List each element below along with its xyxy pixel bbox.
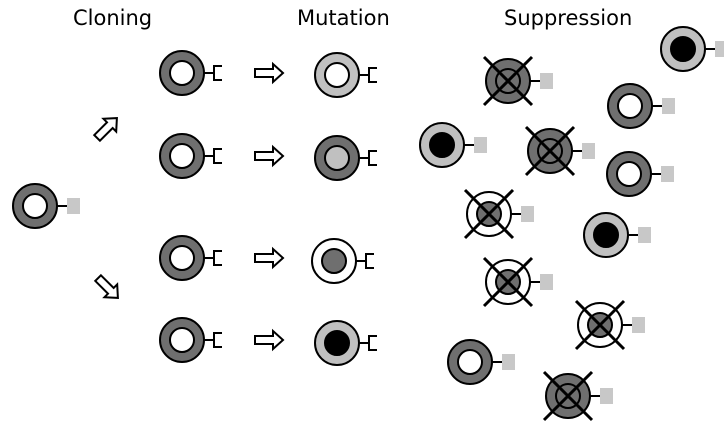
- suppression-cell-4: [419, 122, 487, 168]
- original-cell: [12, 183, 80, 229]
- suppression-label: Suppression: [504, 6, 633, 30]
- suppression-cell-12: [542, 370, 613, 422]
- cloning-label: Cloning: [73, 6, 153, 30]
- mutated-cell-2: [314, 135, 377, 181]
- suppression-cell-1: [660, 26, 724, 72]
- mutation-arrow-3: [254, 246, 285, 270]
- suppression-cell-3: [607, 83, 675, 129]
- suppression-cell-10: [574, 299, 645, 351]
- suppression-cell-2: [482, 55, 553, 107]
- mutated-cell-1: [314, 52, 377, 98]
- x-mark-icon: [463, 188, 515, 240]
- clone-cell-2: [159, 133, 222, 179]
- mutated-cell-3: [311, 238, 374, 284]
- x-mark-icon: [542, 370, 594, 422]
- suppression-cell-8: [583, 212, 651, 258]
- x-mark-icon: [574, 299, 626, 351]
- x-mark-icon: [482, 256, 534, 308]
- clone-arrow-up: [92, 117, 118, 143]
- mutated-cell-4: [314, 320, 377, 366]
- clone-cell-1: [159, 50, 222, 96]
- suppression-cell-5: [524, 125, 595, 177]
- suppression-cell-9: [482, 256, 553, 308]
- mutation-label: Mutation: [297, 6, 390, 30]
- x-mark-icon: [482, 55, 534, 107]
- mutation-arrow-1: [254, 61, 285, 85]
- mutation-arrow-4: [254, 328, 285, 352]
- mutation-arrow-2: [254, 144, 285, 168]
- clone-arrow-down: [93, 273, 119, 299]
- clone-cell-4: [159, 317, 222, 363]
- suppression-cell-11: [447, 339, 515, 385]
- clone-cell-3: [159, 235, 222, 281]
- suppression-cell-7: [463, 188, 534, 240]
- x-mark-icon: [524, 125, 576, 177]
- suppression-cell-6: [606, 151, 674, 197]
